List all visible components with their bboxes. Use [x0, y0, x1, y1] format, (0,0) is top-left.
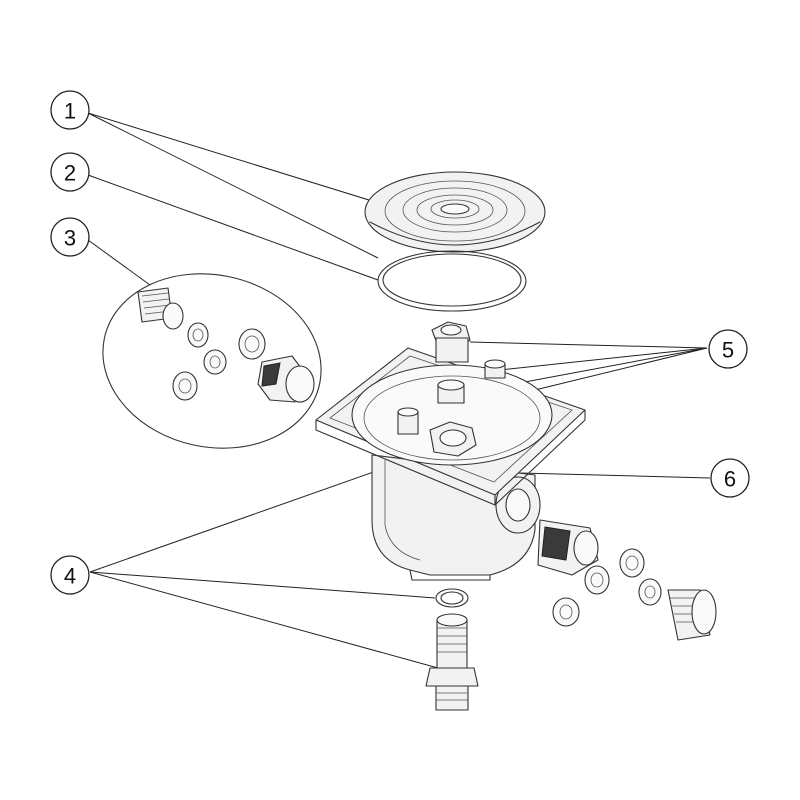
o-ring-part — [377, 250, 527, 312]
callout-1: 1 — [50, 90, 90, 130]
callout-1-label: 1 — [64, 99, 76, 124]
top-fittings-part — [397, 321, 506, 457]
callout-2-label: 2 — [64, 161, 76, 186]
outlet-parts — [537, 519, 717, 641]
callout-4-label: 4 — [64, 564, 76, 589]
callout-6: 6 — [710, 458, 750, 498]
housing-body-part — [315, 347, 586, 581]
fitting-kit-part — [102, 273, 322, 449]
callout-3: 3 — [50, 217, 90, 257]
callout-3-label: 3 — [64, 226, 76, 251]
callout-5-label: 5 — [722, 338, 734, 363]
inlet-parts — [425, 588, 479, 711]
callout-2: 2 — [50, 152, 90, 192]
callout-5: 5 — [708, 329, 748, 369]
callout-4: 4 — [50, 555, 90, 595]
membrane-cover-part — [364, 171, 546, 253]
callout-6-label: 6 — [724, 467, 736, 492]
